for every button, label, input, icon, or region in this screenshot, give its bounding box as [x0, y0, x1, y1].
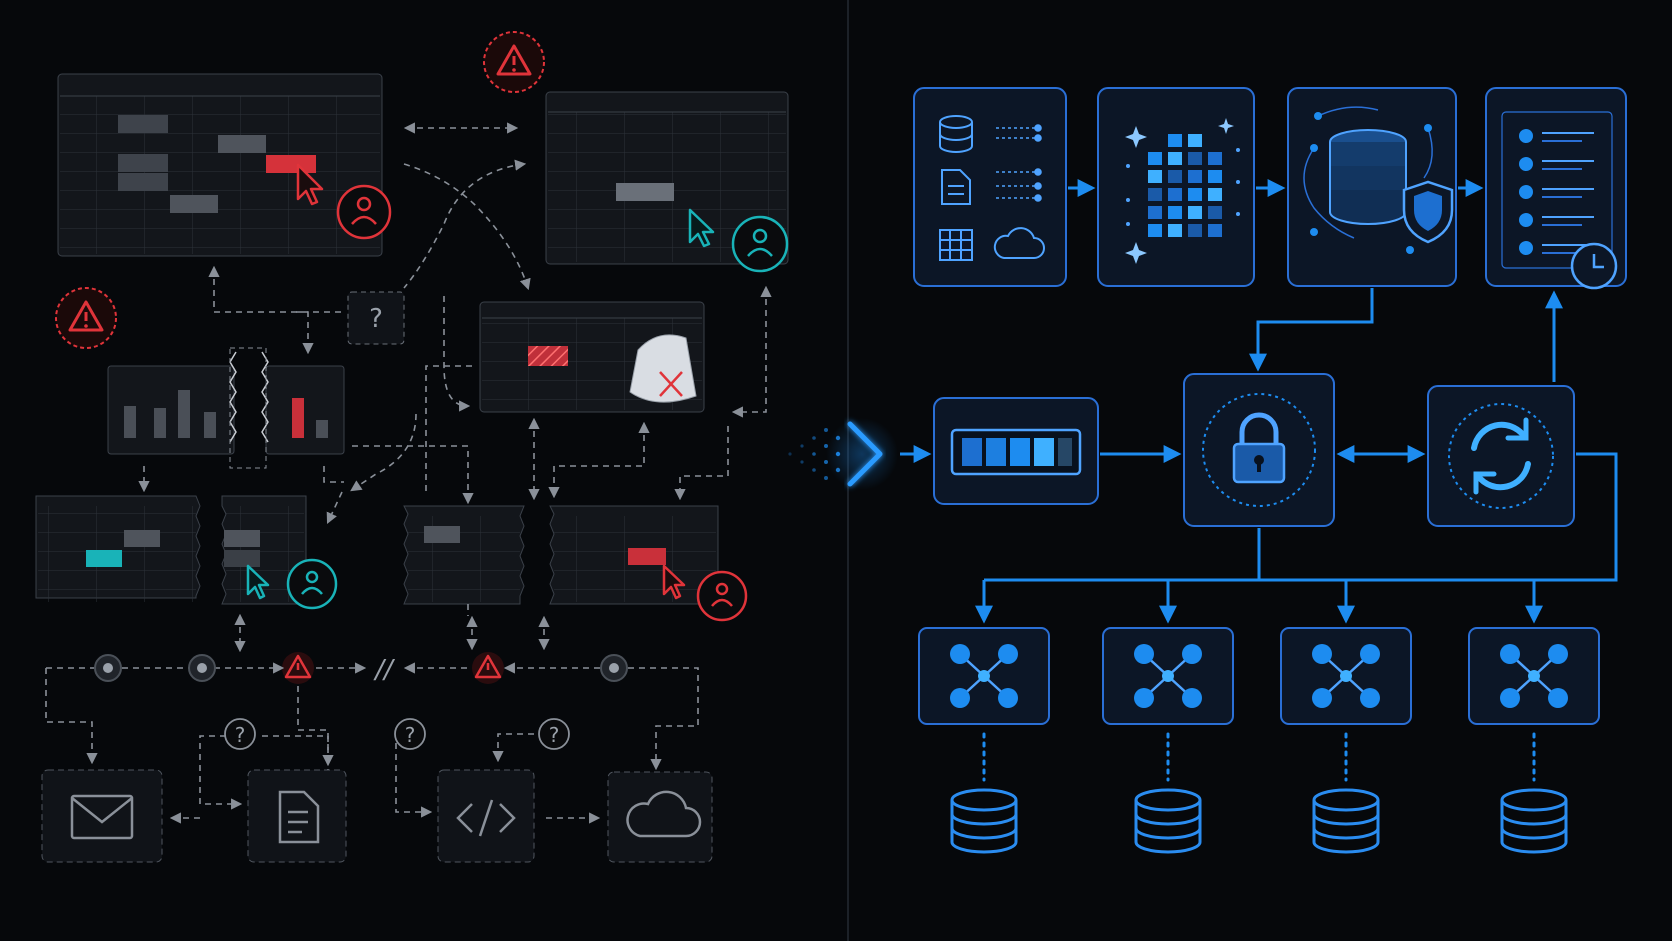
unified-system: [900, 87, 1627, 854]
code-icon: [456, 799, 516, 837]
question-badge: ?: [394, 718, 426, 750]
cursor-icon: [688, 208, 715, 248]
arrows-icon: [996, 124, 1042, 202]
ingest-stage: [933, 397, 1099, 505]
network-node-icon: [1280, 627, 1412, 725]
cursor-icon: [246, 564, 270, 600]
user-ok-icon: [731, 215, 789, 273]
mail-icon: [70, 794, 134, 840]
svg-text:?: ?: [235, 723, 246, 747]
report-stage: [1485, 87, 1627, 290]
document-box: [247, 769, 347, 863]
document-icon: [278, 790, 320, 844]
lock-icon: [1232, 412, 1286, 484]
cloud-icon: [993, 227, 1045, 259]
network-node-icon: [1468, 627, 1600, 725]
sync-hub: [1427, 385, 1575, 527]
database-icon: [1312, 788, 1380, 854]
warning-icon: [472, 652, 504, 684]
bar-chart-panel: [107, 347, 345, 469]
cloud-box: [607, 771, 713, 863]
processing-stage: [1097, 87, 1255, 287]
clock-icon: [1570, 242, 1618, 290]
mail-box: [41, 769, 163, 863]
warning-icon: [282, 652, 314, 684]
user-ok-icon: [286, 558, 338, 610]
secure-database-stage: [1287, 87, 1457, 287]
question-mark: ?: [369, 304, 383, 334]
network-node-icon: [918, 627, 1050, 725]
break-mark: //: [373, 655, 396, 685]
unknown-step: ?: [347, 291, 405, 345]
cloud-icon: [626, 790, 702, 838]
spreadsheet-panel: [221, 495, 307, 605]
network-node-icon: [1102, 627, 1234, 725]
document-icon: [941, 169, 971, 205]
warning-icon: [483, 31, 545, 93]
database-icon: [1500, 788, 1568, 854]
code-box: [437, 769, 535, 863]
grid-icon: [939, 229, 973, 261]
user-alert-icon: [336, 184, 392, 240]
cursor-icon: [662, 564, 686, 600]
corrupted-file-icon: [629, 334, 697, 403]
transition-arrow: [788, 418, 898, 490]
sparkle-icon: [1125, 118, 1234, 264]
spreadsheet-panel: [403, 505, 525, 605]
spreadsheet-panel: [57, 73, 383, 257]
svg-text:?: ?: [549, 723, 560, 747]
warning-icon: [55, 287, 117, 349]
database-icon: [939, 115, 973, 153]
database-icon: [1134, 788, 1202, 854]
spreadsheet-panel: [549, 505, 719, 605]
database-icon: [950, 788, 1018, 854]
matrix-icon: [1126, 134, 1240, 237]
question-badge: ?: [224, 718, 256, 750]
cursor-icon: [296, 163, 324, 206]
security-hub: [1183, 373, 1335, 527]
svg-text:?: ?: [405, 723, 416, 747]
sources-stage: [913, 87, 1067, 287]
spreadsheet-panel: [35, 495, 201, 602]
user-alert-icon: [696, 570, 748, 622]
fragmented-systems: ?: [35, 31, 789, 863]
sync-icon: [1471, 417, 1531, 495]
spreadsheet-panel: [479, 301, 705, 413]
database-shield-icon: [1303, 106, 1454, 254]
question-badge: ?: [538, 718, 570, 750]
list-icon: [1519, 129, 1594, 255]
broken-timeline: //: [45, 654, 699, 824]
battery-icon: [950, 428, 1082, 476]
